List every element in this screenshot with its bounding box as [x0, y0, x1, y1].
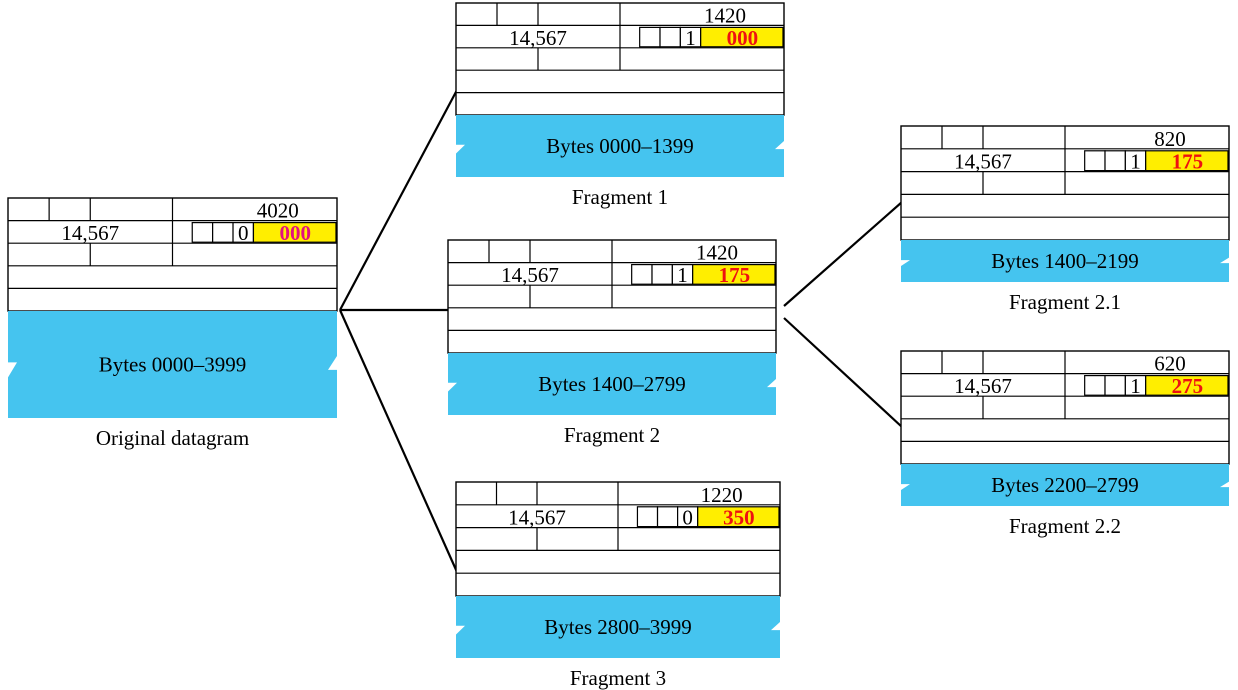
total-length-value: 820	[1154, 127, 1186, 151]
reserved-flag-cell	[1084, 375, 1106, 396]
more-fragments-flag: 0	[682, 506, 693, 530]
fragment-offset-cell	[692, 264, 776, 285]
more-fragments-flag: 0	[238, 221, 249, 245]
payload-band	[456, 115, 784, 177]
connector-original-to-fragment-3	[338, 309, 459, 573]
reserved-flag-cell	[1084, 150, 1106, 172]
datagram-caption: Original datagram	[96, 426, 249, 450]
fragment-offset-value: 000	[279, 221, 311, 245]
identification-value: 14,567	[508, 506, 566, 530]
total-length-value: 1420	[704, 3, 746, 27]
payload-label: Bytes 1400–2799	[538, 372, 686, 396]
fragment-offset-value: 175	[719, 263, 751, 287]
datagram-caption: Fragment 1	[572, 185, 668, 209]
datagram-caption: Fragment 3	[570, 666, 666, 690]
df-flag-cell	[1104, 375, 1126, 396]
payload-label: Bytes 2800–3999	[544, 615, 692, 639]
payload-label: Bytes 0000–1399	[546, 134, 694, 158]
more-fragments-flag: 1	[685, 26, 696, 50]
payload-band	[901, 464, 1229, 506]
payload-band	[8, 311, 337, 418]
total-length-value: 620	[1154, 352, 1186, 376]
connector-original-to-fragment-1	[339, 89, 458, 311]
total-length-value: 4020	[257, 199, 299, 223]
connector-fragment-2-to-2-1	[783, 201, 903, 307]
fragment-offset-value: 175	[1172, 150, 1204, 174]
payload-label: Bytes 0000–3999	[99, 353, 247, 377]
more-fragments-flag: 1	[677, 263, 688, 287]
connector-fragment-2-to-2-2	[783, 317, 903, 428]
df-flag-cell	[1104, 150, 1126, 172]
payload-label: Bytes 1400–2199	[991, 249, 1139, 273]
payload-label: Bytes 2200–2799	[991, 473, 1139, 497]
more-fragments-flag: 1	[1130, 374, 1141, 398]
payload-band	[448, 353, 776, 415]
fragment-offset-value: 000	[727, 26, 759, 50]
identification-value: 14,567	[509, 26, 567, 50]
reserved-flag-cell	[636, 506, 659, 528]
datagram-caption: Fragment 2.2	[1009, 514, 1121, 538]
total-length-value: 1220	[701, 483, 743, 507]
fragment-offset-cell	[1145, 150, 1229, 172]
datagram-caption: Fragment 2	[564, 423, 660, 447]
identification-value: 14,567	[61, 221, 119, 245]
connectors	[338, 89, 903, 573]
reserved-flag-cell	[639, 26, 661, 48]
total-length-value: 1420	[696, 241, 738, 265]
identification-value: 14,567	[954, 150, 1012, 174]
more-fragments-flag: 1	[1130, 150, 1141, 174]
fragment-offset-cell	[697, 506, 780, 528]
df-flag-cell	[659, 26, 681, 48]
fragment-offset-cell	[252, 222, 337, 243]
reserved-flag-cell	[631, 264, 653, 285]
fragment-offset-value: 350	[723, 506, 755, 530]
fragment-offset-cell	[700, 26, 784, 48]
payload-band	[456, 596, 780, 658]
fragment-offset-cell	[1145, 375, 1229, 396]
df-flag-cell	[212, 222, 234, 243]
df-flag-cell	[656, 506, 679, 528]
payload-band	[901, 240, 1229, 282]
identification-value: 14,567	[954, 374, 1012, 398]
df-flag-cell	[651, 264, 673, 285]
fragment-offset-value: 275	[1172, 374, 1204, 398]
identification-value: 14,567	[501, 263, 559, 287]
reserved-flag-cell	[191, 222, 214, 243]
datagram-caption: Fragment 2.1	[1009, 290, 1121, 314]
